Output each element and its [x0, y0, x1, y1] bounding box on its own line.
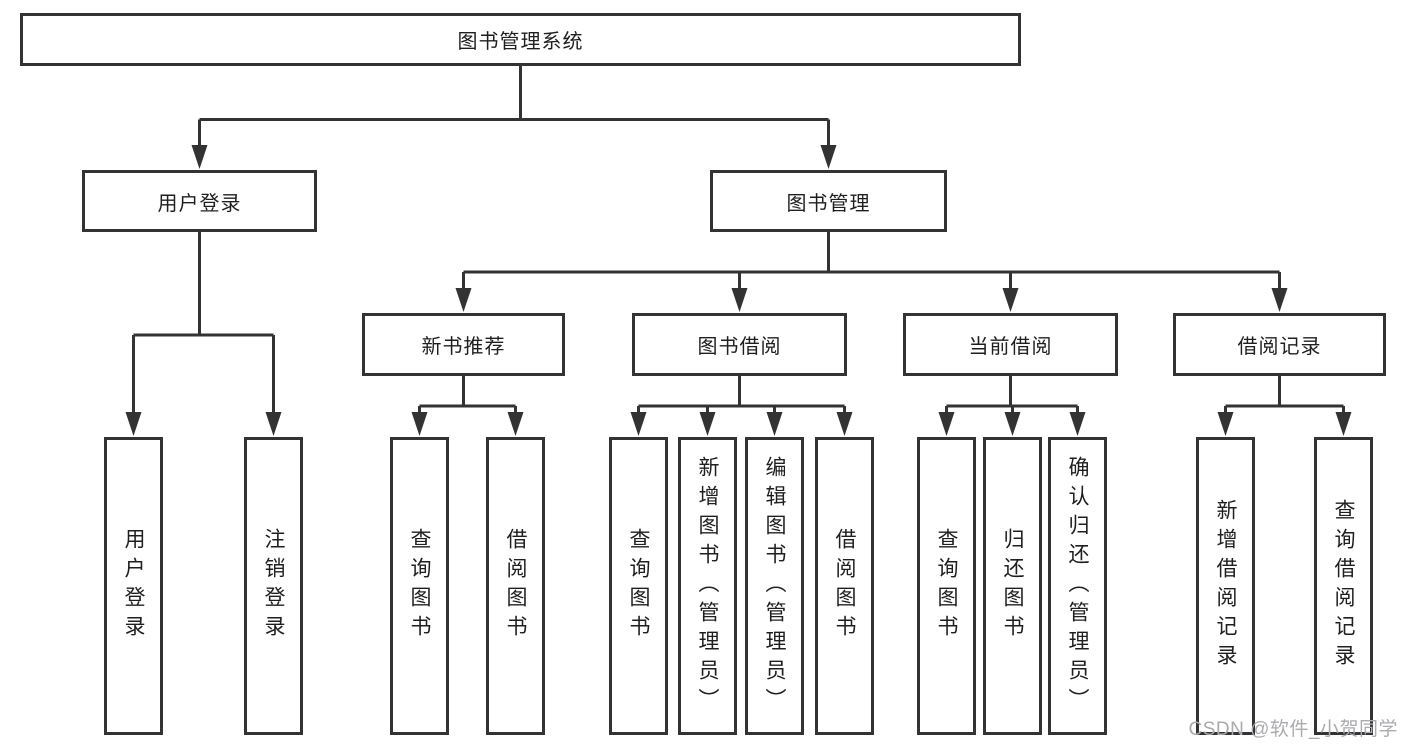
leaf-records-add-record: 新增借阅记录 — [1196, 437, 1255, 735]
leaf-recommend-borrow-books: 借阅图书 — [486, 437, 545, 735]
leaf-current-query-books: 查询图书 — [917, 437, 976, 735]
leaf-borrow-add-books-admin: 新增图书（管理员） — [678, 437, 737, 735]
node-borrow-records: 借阅记录 — [1173, 313, 1386, 376]
leaf-label: 新增借阅记录 — [1214, 499, 1237, 673]
leaf-user-login: 用户登录 — [104, 437, 163, 735]
leaf-label: 归还图书 — [1001, 528, 1024, 644]
node-label: 用户登录 — [157, 192, 242, 215]
node-book-management: 图书管理 — [710, 170, 947, 232]
node-label: 图书管理 — [786, 192, 871, 215]
leaf-label: 查询图书 — [935, 528, 958, 644]
leaf-label: 新增图书（管理员） — [696, 455, 719, 717]
node-user-login: 用户登录 — [82, 170, 317, 232]
node-current-borrow: 当前借阅 — [903, 313, 1118, 376]
leaf-current-return-books: 归还图书 — [983, 437, 1042, 735]
csdn-watermark: CSDN @软件_小贺同学 — [1188, 719, 1398, 740]
node-label: 图书管理系统 — [457, 31, 584, 53]
node-label: 借阅记录 — [1237, 336, 1322, 358]
leaf-label: 查询借阅记录 — [1332, 499, 1355, 673]
leaf-label: 查询图书 — [408, 528, 431, 644]
leaf-borrow-borrow-books: 借阅图书 — [815, 437, 874, 735]
leaf-recommend-query-books: 查询图书 — [390, 437, 449, 735]
leaf-label: 注销登录 — [262, 528, 285, 644]
node-system-root: 图书管理系统 — [20, 13, 1021, 66]
leaf-borrow-query-books: 查询图书 — [609, 437, 668, 735]
leaf-borrow-edit-books-admin: 编辑图书（管理员） — [745, 437, 804, 735]
leaf-label: 确认归还（管理员） — [1066, 455, 1089, 717]
leaf-label: 借阅图书 — [504, 528, 527, 644]
leaf-label: 查询图书 — [627, 528, 650, 644]
node-label: 图书借阅 — [697, 336, 782, 358]
node-book-borrow: 图书借阅 — [632, 313, 847, 376]
leaf-label: 用户登录 — [122, 528, 145, 644]
leaf-records-query-record: 查询借阅记录 — [1314, 437, 1373, 735]
leaf-label: 借阅图书 — [833, 528, 856, 644]
node-new-book-recommend: 新书推荐 — [362, 313, 565, 376]
leaf-current-confirm-return-admin: 确认归还（管理员） — [1048, 437, 1107, 735]
leaf-label: 编辑图书（管理员） — [763, 455, 786, 717]
leaf-logout: 注销登录 — [244, 437, 303, 735]
node-label: 新书推荐 — [421, 336, 506, 358]
node-label: 当前借阅 — [968, 336, 1053, 358]
